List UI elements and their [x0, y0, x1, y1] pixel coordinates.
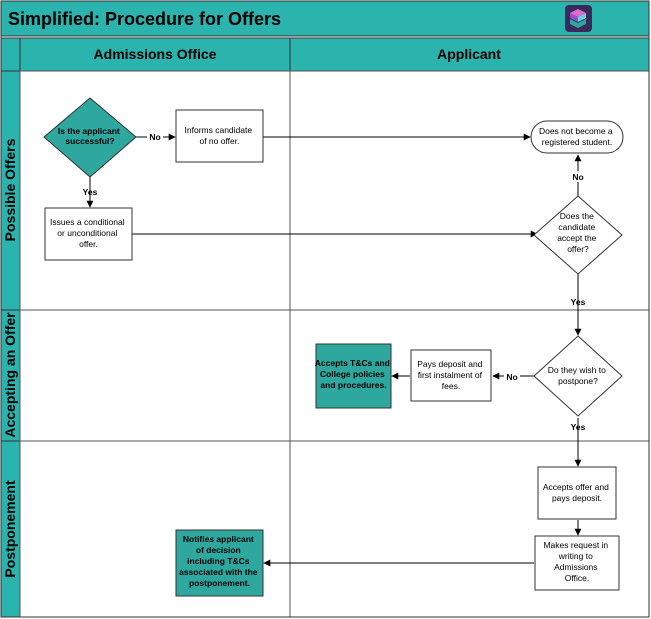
node-line: Do they wish to: [548, 365, 606, 375]
column-header-admissions: [19, 37, 291, 72]
node-line: candidate: [558, 222, 595, 232]
column-header-applicant: [289, 37, 650, 72]
column-label-admissions: Admissions Office: [94, 46, 217, 62]
svg-text:Does the candidate: Does the candidate accept the offer?: [557, 211, 599, 254]
edge-label-bg: [147, 131, 163, 142]
lane-label-postponement: Postponement: [2, 480, 18, 578]
node-line: Is the applicant: [58, 126, 120, 136]
edge-label-no-2: No: [572, 172, 583, 182]
process-notifies-applicant: Notifies applicant of decision including…: [175, 529, 264, 597]
node-line: successful?: [65, 136, 114, 146]
svg-text:Makes request in writing: Makes request in writing to Admissions O…: [543, 540, 610, 583]
lane-label-accepting: Accepting an Offer: [2, 312, 18, 438]
node-line: or unconditional: [57, 228, 117, 238]
node-line: associated with the: [179, 567, 258, 577]
node-line: offer.: [79, 239, 98, 249]
node-line: postponement.: [189, 578, 250, 588]
edge-label-yes-2: Yes: [571, 297, 586, 307]
node-line: Informs candidate: [185, 125, 253, 135]
node-line: postpone?: [558, 376, 598, 386]
node-line: College policies: [320, 369, 385, 379]
node-line: offer?: [567, 244, 589, 254]
node-line: accept the: [557, 233, 596, 243]
node-line: Notifies applicant: [183, 534, 254, 544]
decision-accept-offer: Does the candidate accept the offer?: [533, 195, 623, 275]
edge-label-bg: [571, 171, 587, 182]
node-line: first instalment of: [418, 370, 483, 380]
process-pays-deposit-fees: Pays deposit and first instalment of fee…: [410, 349, 492, 402]
svg-text:Issues a conditional or: Issues a conditional or unconditional of…: [50, 217, 127, 249]
svg-text:Do they wish to postpone: Do they wish to postpone?: [548, 365, 609, 386]
stacked-cubes-logo-icon: [565, 5, 592, 32]
node-line: Accepts offer and: [543, 482, 609, 492]
node-line: registered student.: [542, 137, 612, 147]
node-line: Does the: [560, 211, 594, 221]
edge-label-bg: [504, 371, 520, 382]
node-line: writing to: [558, 551, 593, 561]
svg-text:Accepts offer and pays d: Accepts offer and pays deposit.: [543, 482, 611, 503]
edge-label-no-1: No: [149, 132, 160, 142]
node-line: and procedures.: [320, 380, 386, 390]
diagram-title: Simplified: Procedure for Offers: [8, 9, 281, 29]
process-makes-request: Makes request in writing to Admissions O…: [534, 535, 620, 591]
node-line: Makes request in: [543, 540, 608, 550]
column-label-applicant: Applicant: [437, 46, 501, 62]
node-line: of no offer.: [199, 136, 239, 146]
process-informs-no-offer: Informs candidate of no offer.: [175, 109, 264, 163]
node-line: Office.: [565, 573, 589, 583]
svg-text:Accepts T&Cs and College: Accepts T&Cs and College policies and pr…: [315, 358, 392, 390]
svg-text:Pays deposit and first i: Pays deposit and first instalment of fee…: [417, 359, 485, 391]
corner-cell: [0, 37, 21, 72]
svg-text:Is the applicant success: Is the applicant successful?: [58, 126, 122, 146]
edge-label-yes-3: Yes: [571, 422, 586, 432]
node-line: Does not become a: [539, 126, 613, 136]
process-accepts-offer-deposit: Accepts offer and pays deposit.: [537, 466, 617, 520]
svg-text:Does not become a regist: Does not become a registered student.: [539, 126, 615, 147]
node-line: of decision: [196, 545, 241, 555]
lane-label-possible-offers: Possible Offers: [2, 138, 18, 241]
svg-text:Notifies applicant of de: Notifies applicant of decision including…: [179, 534, 260, 588]
edge-label-yes-1: Yes: [83, 187, 98, 197]
terminator-not-registered: Does not become a registered student.: [530, 120, 624, 154]
node-line: pays deposit.: [552, 493, 602, 503]
node-line: Admissions: [554, 562, 597, 572]
decision-wish-postpone: Do they wish to postpone?: [533, 335, 623, 417]
node-line: including T&Cs: [187, 556, 250, 566]
edge-label-no-3: No: [506, 372, 517, 382]
title-bar: [0, 0, 650, 37]
node-line: Issues a conditional: [50, 217, 125, 227]
decision-is-successful: Is the applicant successful?: [43, 97, 137, 178]
node-line: fees.: [442, 381, 460, 391]
node-line: Pays deposit and: [417, 359, 482, 369]
svg-text:Informs candidate of no: Informs candidate of no offer.: [185, 125, 255, 146]
process-issues-offer: Issues a conditional or unconditional of…: [44, 207, 133, 261]
process-accepts-tcs: Accepts T&Cs and College policies and pr…: [315, 343, 392, 409]
node-line: Accepts T&Cs and: [315, 358, 390, 368]
